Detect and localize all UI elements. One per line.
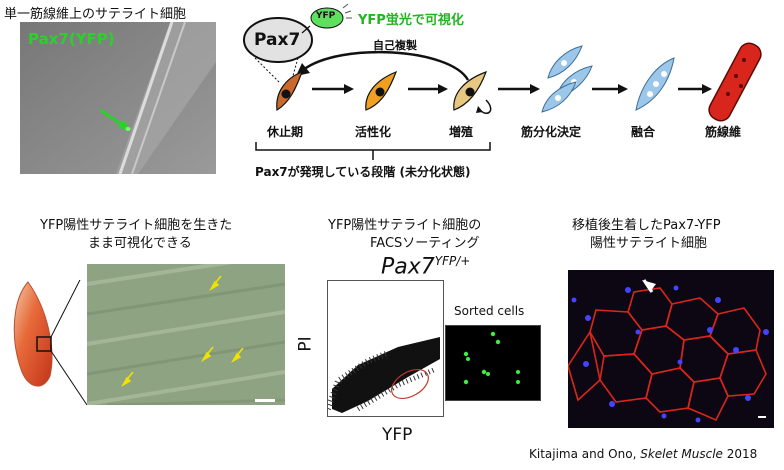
committed-cells [541, 45, 593, 113]
proliferating-cell [453, 70, 492, 114]
pax7-stage-caption: Pax7が発現している段階 (未分化状態) [255, 165, 471, 179]
facs-y-axis-label: PI [295, 336, 316, 352]
panel-c-title-2: 陽性サテライト細胞 [590, 236, 708, 251]
sorted-cells-inset [445, 325, 541, 401]
panel-b-title-1: YFP陽性サテライト細胞の [328, 218, 482, 233]
yfp-badge-label: YFP [316, 11, 336, 21]
micrograph-illustration [87, 264, 285, 405]
genotype-label: Pax7YFP/+ [381, 254, 470, 279]
pax7-bubble-label: Pax7 [254, 30, 301, 50]
live-imaging-micrograph [87, 264, 285, 405]
citation-journal: Skelet Muscle [640, 447, 723, 461]
pax7-bubble-shape [243, 17, 313, 63]
facs-dot-cloud [328, 281, 443, 416]
myofiber [708, 42, 762, 122]
engraftment-micrograph [568, 270, 774, 428]
citation-year: 2018 [722, 447, 758, 461]
muscle-illustration [13, 280, 88, 406]
self-renewal-label: 自己複製 [373, 39, 417, 52]
fiber-image-label: Pax7(YFP) [28, 30, 115, 48]
fiber-illustration [20, 22, 216, 174]
citation: Kitajima and Ono, Skelet Muscle 2018 [529, 447, 757, 461]
yfp-fluorescence-caption: YFP蛍光で可視化 [358, 13, 464, 28]
stage-label-proliferation: 増殖 [449, 125, 474, 139]
muscle-section-illustration [568, 270, 774, 428]
sorted-cells-label: Sorted cells [454, 304, 525, 318]
panel-a-title-2: まま可視化できる [88, 236, 192, 251]
fiber-arrow-shaft [99, 108, 125, 128]
yfp-cell-dot [125, 127, 131, 131]
citation-authors: Kitajima and Ono, [529, 447, 641, 461]
stage-label-commitment: 筋分化決定 [521, 125, 582, 139]
panel-c-title-1: 移植後生着したPax7-YFP [572, 218, 721, 233]
stage-label-myofiber: 筋線維 [705, 125, 742, 139]
facs-x-axis-label: YFP [382, 425, 413, 445]
stage-label-activated: 活性化 [355, 125, 392, 139]
activated-cell [365, 70, 398, 111]
pax7-stage-bracket [255, 142, 491, 151]
fusing-cells [635, 57, 675, 111]
stage-label-quiescent: 休止期 [267, 125, 304, 139]
facs-scatter-plot [327, 280, 444, 417]
quiescent-cell [276, 70, 304, 112]
panel-b-title-2: FACSソーティング [370, 236, 480, 251]
single-fiber-image: Pax7(YFP) [20, 22, 216, 174]
genotype-main: Pax7 [381, 254, 435, 280]
genotype-superscript: YFP/+ [434, 254, 471, 268]
self-renewal-arrow [302, 50, 470, 81]
stage-label-fusion: 融合 [631, 125, 656, 139]
fiber-image-title: 単一筋線維上のサテライト細胞 [4, 7, 187, 22]
sorted-cells-dots [463, 331, 520, 385]
differentiation-scheme [243, 3, 762, 160]
panel-a-title-1: YFP陽性サテライト細胞を生きた [40, 218, 233, 233]
